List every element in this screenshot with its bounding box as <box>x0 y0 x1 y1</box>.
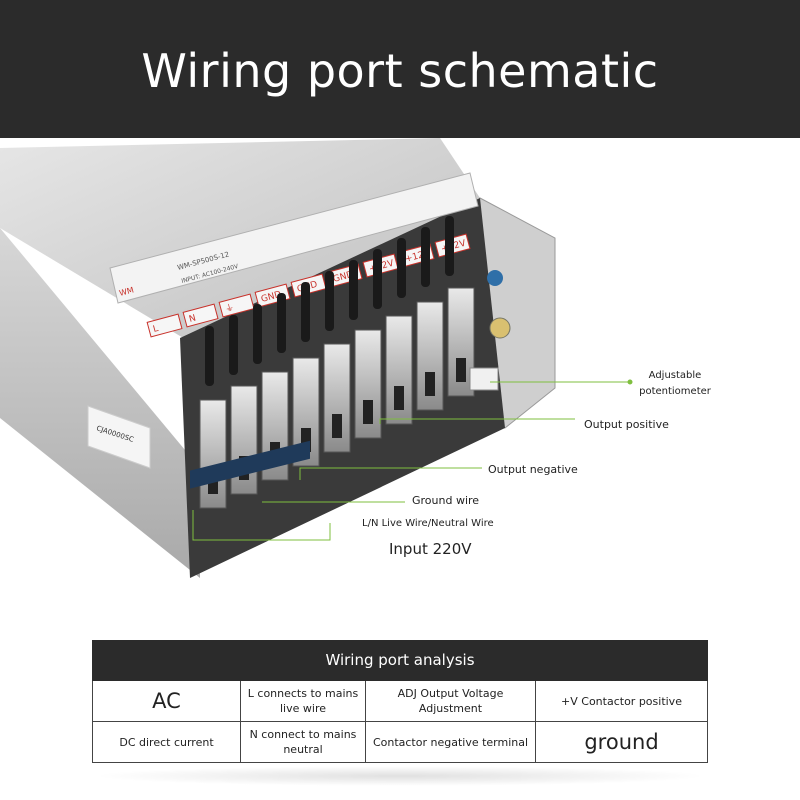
terminal-screw <box>199 399 227 509</box>
callout-input-voltage: Input 220V <box>389 540 472 558</box>
vent-slot <box>277 293 286 353</box>
callout-lines <box>192 379 633 541</box>
potentiometer <box>489 317 511 339</box>
vent-slot <box>397 238 406 298</box>
terminal-screw <box>416 301 444 411</box>
power-supply-photo: WM WM-SP500S-12 INPUT: AC100-240V LN⏚GND… <box>0 138 633 578</box>
vent-slot <box>301 282 310 342</box>
table-cell: N connect to mains neutral <box>240 722 365 763</box>
pcb-board <box>190 440 310 489</box>
terminal-screw <box>354 329 382 439</box>
barcode-sticker: CJA0000SC <box>87 405 151 469</box>
vent-slots <box>205 216 454 386</box>
terminal-label: ⏚ <box>224 302 236 315</box>
terminal-screw <box>323 343 351 453</box>
capacitor <box>487 270 503 286</box>
table-row: AC L connects to mains live wire ADJ Out… <box>92 681 708 722</box>
callout-live-neutral: L/N Live Wire/Neutral Wire <box>362 518 494 529</box>
vent-slot <box>445 216 454 276</box>
vent-slot <box>325 271 334 331</box>
vent-slot <box>253 304 262 364</box>
table-cell: ground <box>535 722 708 763</box>
table-cell: Contactor negative terminal <box>365 722 535 763</box>
terminal-label-box <box>218 293 255 318</box>
vent-slot <box>229 315 238 375</box>
brand-label: WM <box>118 285 135 298</box>
callout-adjustable-potentiometer: Adjustable potentiometer <box>639 370 711 397</box>
table-row: DC direct current N connect to mains neu… <box>92 722 708 763</box>
terminal-label-box <box>182 303 219 328</box>
table-cell: +V Contactor positive <box>535 681 708 722</box>
casing-side <box>0 228 200 578</box>
vent-slot <box>421 227 430 287</box>
table-heading: Wiring port analysis <box>92 640 708 681</box>
table-shadow <box>92 766 708 786</box>
callout-output-positive: Output positive <box>584 418 669 431</box>
callout-ground-wire: Ground wire <box>412 494 480 507</box>
table-cell: L connects to mains live wire <box>240 681 365 722</box>
table-cell: ADJ Output Voltage Adjustment <box>365 681 535 722</box>
page-title: Wiring port schematic <box>141 44 659 98</box>
wiring-analysis-table: Wiring port analysis AC L connects to ma… <box>92 640 708 763</box>
terminal-label-box <box>146 313 183 338</box>
vent-slot <box>373 249 382 309</box>
callout-output-negative: Output negative <box>488 463 578 476</box>
header-banner: Wiring port schematic <box>0 0 800 138</box>
terminal-label-box <box>254 283 291 308</box>
terminal-label: N <box>188 313 197 324</box>
vent-slot <box>349 260 358 320</box>
terminal-label: L <box>152 324 159 335</box>
vent-slot <box>205 326 214 386</box>
table-cell: AC <box>92 681 240 722</box>
table-cell: DC direct current <box>92 722 240 763</box>
terminal-screw <box>385 315 413 425</box>
adj-knob <box>469 367 499 391</box>
terminal-screw <box>230 385 258 495</box>
